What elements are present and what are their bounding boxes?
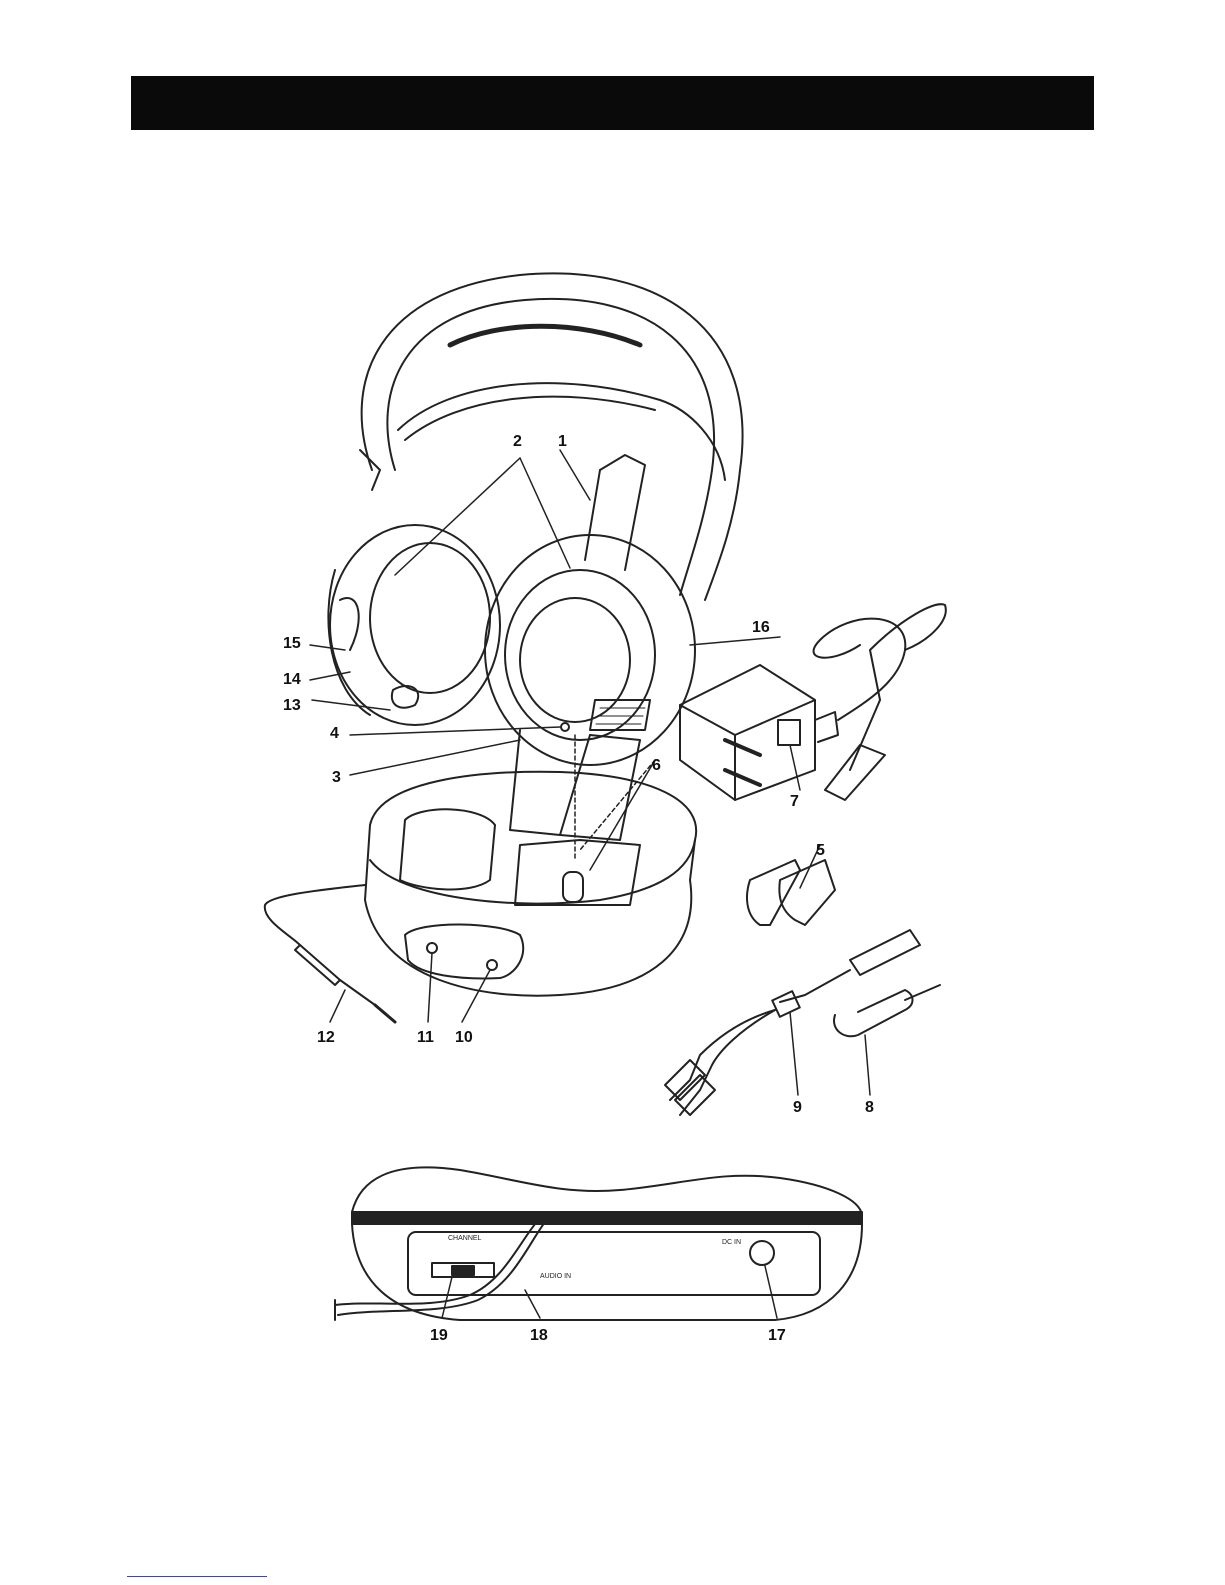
dc-in-label: DC IN (722, 1239, 741, 1246)
callout-7: 7 (790, 793, 799, 810)
callout-19: 19 (430, 1327, 448, 1344)
callout-9: 9 (793, 1099, 802, 1116)
callout-18: 18 (530, 1327, 548, 1344)
callout-16: 16 (752, 619, 770, 636)
ac-adapter (680, 604, 946, 800)
callout-12: 12 (317, 1029, 335, 1046)
batteries (747, 860, 835, 925)
left-earcup (328, 525, 500, 725)
callout-6: 6 (652, 757, 661, 774)
callout-1: 1 (558, 433, 567, 450)
right-earcup (485, 535, 695, 765)
callout-8: 8 (865, 1099, 874, 1116)
callout-10: 10 (455, 1029, 473, 1046)
transmitter-base (365, 772, 696, 996)
footnote-rule (127, 1576, 267, 1577)
callout-14: 14 (283, 671, 301, 688)
callout-15: 15 (283, 635, 301, 652)
audio-cable-plug (265, 885, 395, 1022)
stand-column (510, 455, 645, 840)
callout-13: 13 (283, 697, 301, 714)
audio-in-label: AUDIO IN (540, 1273, 571, 1280)
callout-3: 3 (332, 769, 341, 786)
callout-2: 2 (513, 433, 522, 450)
headband (360, 273, 743, 600)
channel-label: CHANNEL (448, 1235, 482, 1242)
callout-17: 17 (768, 1327, 786, 1344)
callout-11: 11 (417, 1029, 434, 1046)
callout-5: 5 (816, 842, 825, 859)
plug-adaptor (834, 985, 940, 1036)
callout-4: 4 (330, 725, 339, 742)
leader-lines (310, 450, 870, 1318)
rear-panel-view (335, 1167, 862, 1320)
